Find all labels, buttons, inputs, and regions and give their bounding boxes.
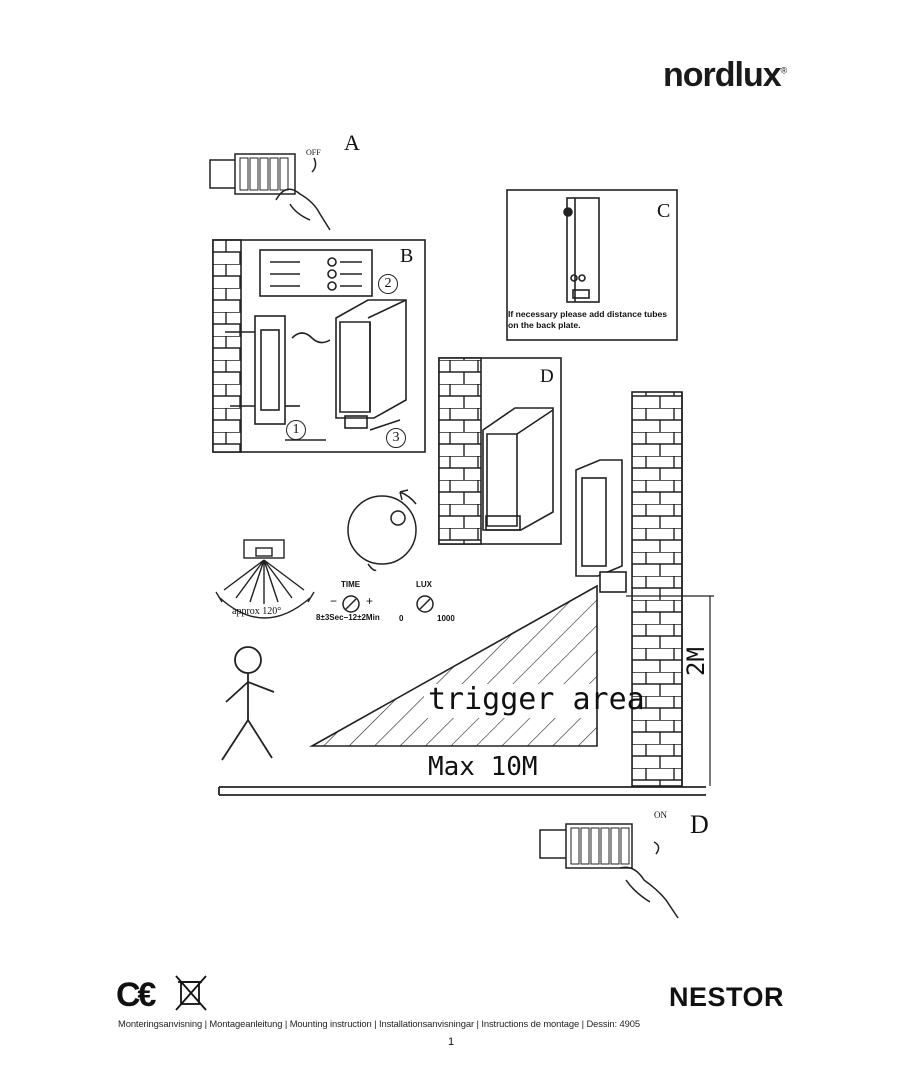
trigger-area-label: trigger area [428, 682, 645, 717]
page-number: 1 [448, 1036, 455, 1048]
trigger-area-zone [308, 584, 598, 747]
lux-min: 0 [399, 614, 404, 623]
step-d2-switch-label: ON [654, 810, 667, 820]
lux-max: 1000 [437, 614, 455, 623]
step-a-label: A [344, 130, 360, 155]
height-dimension [626, 595, 714, 786]
product-name: NESTOR [668, 982, 784, 1012]
time-label: TIME [341, 580, 361, 589]
sensor-knob-diagram [347, 489, 417, 572]
person-figure [221, 646, 275, 761]
step-a-switch-label: OFF [306, 148, 321, 157]
step-c-note-line-2: on the back plate. [508, 320, 581, 330]
footer-text: Monteringsanvisning | Montageanleitung |… [118, 1018, 640, 1029]
height-label: 2M [682, 647, 710, 676]
brand-name: nordlux [663, 56, 782, 94]
brand-logo: nordlux® [663, 56, 788, 95]
sensor-fan [215, 539, 315, 619]
time-range: 8±3Sec−12±2Min [316, 613, 380, 622]
step-b-label: B [400, 245, 414, 267]
weee-bin-icon [175, 975, 207, 1011]
step-b-number-2: 2 [378, 274, 398, 294]
step-d2-label: D [690, 810, 709, 839]
step-c-panel [506, 189, 678, 341]
sensor-angle-label: approx 120° [232, 606, 282, 617]
ce-mark: C€ [116, 976, 157, 1014]
right-wall [631, 391, 683, 787]
brand-mark: ® [780, 65, 788, 76]
step-a-breaker [209, 153, 331, 231]
step-c-note-line-1: If necessary please add distance tubes [508, 309, 668, 319]
step-d-panel [438, 357, 562, 545]
adjust-knobs [342, 595, 434, 613]
step-d2-breaker [539, 823, 679, 919]
step-b-number-3: 3 [386, 428, 406, 448]
lux-label: LUX [416, 580, 432, 589]
step-b-panel [212, 239, 426, 453]
time-plus: + [366, 594, 374, 608]
step-c-label: C [657, 200, 671, 222]
max-distance-label: Max 10M [428, 752, 538, 782]
time-minus: − [330, 594, 338, 608]
step-d-label: D [540, 366, 554, 387]
wall-lamp [575, 459, 627, 593]
ground-line [218, 786, 706, 796]
step-b-number-1: 1 [286, 420, 306, 440]
